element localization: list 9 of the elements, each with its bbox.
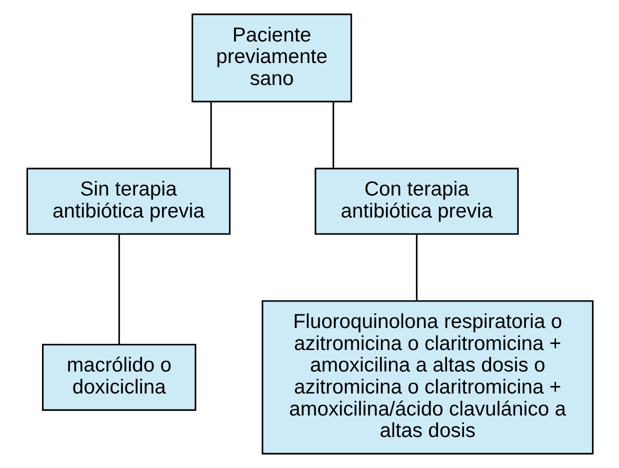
node-box: Con terapia antibiótica previa <box>314 168 518 235</box>
node-box: Fluoroquinolona respiratoria o azitromicina o claritromicina + amoxicilina a altas dosis o azitromicina o claritromicina + amoxicilina/ácido clavulánico a altas dosis <box>261 300 594 454</box>
connector <box>332 102 334 168</box>
connector <box>210 102 212 168</box>
node-box: macrólido o doxiciclina <box>42 344 196 411</box>
node-box: Paciente previamente sano <box>191 14 352 102</box>
connector <box>118 234 120 344</box>
node-box: Sin terapia antibiótica previa <box>26 168 230 235</box>
connector <box>415 234 417 301</box>
